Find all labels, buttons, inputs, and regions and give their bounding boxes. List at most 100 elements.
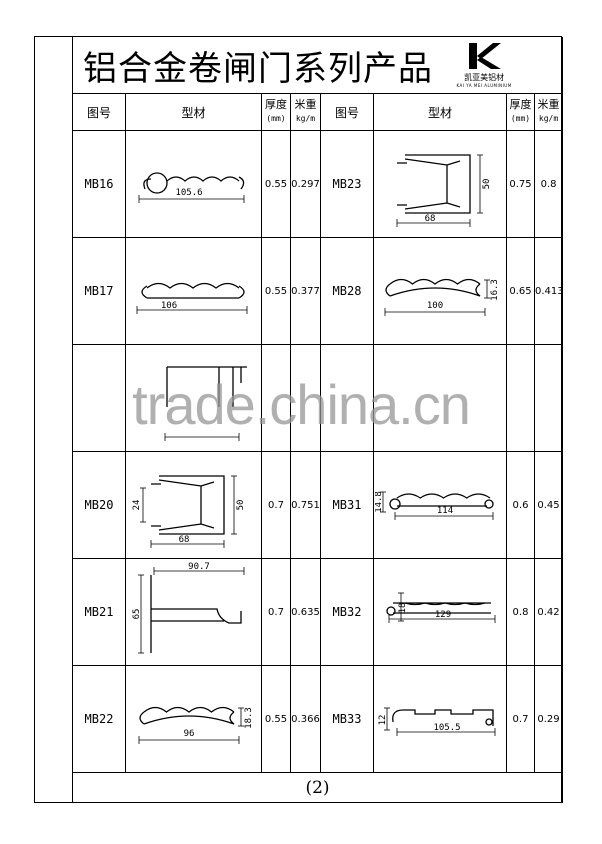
dimension-label: 90.7 [188,562,210,572]
product-code: MB21 [72,558,126,666]
profile-drawing [375,347,505,447]
product-table: 铝合金卷闸门系列产品 凯亚美铝材 KAI YA MEI ALUMINIUM 图号… [71,37,564,803]
profile-cell: 90.7 65 [125,558,262,666]
weight-value [533,344,564,452]
header-thickness: 厚度(mm) [261,93,291,131]
profile-cell: 12 105.5 [373,665,507,773]
weight-value [290,344,321,452]
dimension-label: 68 [178,535,189,545]
header-code: 图号 [320,93,374,131]
dimension-label: 18 [398,602,408,613]
profile-drawing: 18 129 [386,592,496,623]
catalog-page-frame: 铝合金卷闸门系列产品 凯亚美铝材 KAI YA MEI ALUMINIUM 图号… [34,36,564,803]
dimension-label: 50 [482,178,492,189]
product-row [72,344,564,452]
thickness-value: 0.55 [261,665,291,773]
profile-cell [373,344,507,452]
weight-value: 0.42 [533,558,564,666]
product-code [320,344,374,452]
dimension-label: 16.3 [490,279,500,301]
thickness-value: 0.55 [261,130,291,238]
title-cell: 铝合金卷闸门系列产品 凯亚美铝材 KAI YA MEI ALUMINIUM [71,37,564,94]
profile-cell: 50 68 24 [125,451,262,559]
dimension-label: 114 [437,506,453,516]
dimension-label: 50 [236,499,246,510]
product-code: MB32 [320,558,374,666]
thickness-value: 0.7 [261,451,291,559]
dimension-label: 106 [160,301,176,311]
profile-drawing [164,365,247,441]
dimension-label: 24 [132,499,142,510]
dimension-label: 100 [427,301,443,311]
profile-drawing: 12 105.5 [378,707,496,736]
thickness-value: 0.75 [506,130,535,238]
profile-drawing: 16.3 100 [384,278,500,316]
dimension-label: 105.5 [433,723,460,733]
weight-value: 0.751 [290,451,321,559]
thickness-value: 0.7 [506,665,535,773]
header-thickness: 厚度(mm) [506,93,535,131]
dimension-label: 14.8 [375,491,384,513]
brand-logo: 凯亚美铝材 KAI YA MEI ALUMINIUM [456,42,512,88]
weight-value: 0.377 [290,237,321,345]
profile-drawing: 14.8 114 [375,491,494,520]
weight-value: 0.8 [533,130,564,238]
profile-drawing: 90.7 65 [132,562,244,653]
profile-cell [125,344,262,452]
logo-cn: 凯亚美铝材 [464,72,505,82]
thickness-value [506,344,535,452]
thickness-value: 0.6 [506,451,535,559]
weight-value: 0.366 [290,665,321,773]
product-code: MB22 [72,665,126,773]
profile-cell: 18.3 96 [125,665,262,773]
product-code: MB20 [72,451,126,559]
thickness-value: 0.65 [506,237,535,345]
header-profile: 型材 [373,93,507,131]
dimension-label: 65 [132,608,142,619]
dimension-label: 129 [435,610,451,620]
dimension-label: 105.6 [175,188,202,198]
dimension-label: 96 [183,729,194,739]
profile-cell: 106 [125,237,262,345]
page-title: 铝合金卷闸门系列产品 [83,48,433,89]
profile-drawing: 50 68 [396,153,492,227]
product-code: MB16 [72,130,126,238]
weight-value: 0.297 [290,130,321,238]
profile-cell: 50 68 [373,130,507,238]
profile-drawing: 106 [136,282,247,314]
product-code: MB28 [320,237,374,345]
weight-value: 0.29 [533,665,564,773]
profile-drawing: 50 68 24 [132,474,246,548]
header-profile: 型材 [125,93,262,131]
profile-drawing: 18.3 96 [138,706,254,744]
product-code: MB33 [320,665,374,773]
binding-margin-column [35,37,73,802]
profile-cell: 105.6 [125,130,262,238]
profile-cell: 18 129 [373,558,507,666]
dimension-label: 18.3 [244,707,254,729]
weight-value: 0.635 [290,558,321,666]
weight-value: 0.413 [533,237,564,345]
thickness-value: 0.7 [261,558,291,666]
product-code: MB23 [320,130,374,238]
product-code: MB17 [72,237,126,345]
page-number: (2) [71,772,564,803]
thickness-value [261,344,291,452]
logo-en: KAI YA MEI ALUMINIUM [456,82,512,88]
dimension-label: 12 [378,714,388,725]
profile-cell: 14.8 114 [373,451,507,559]
profile-cell: 16.3 100 [373,237,507,345]
logo-mark-icon [469,42,502,69]
thickness-value: 0.55 [261,237,291,345]
dimension-label: 68 [425,214,436,224]
thickness-value: 0.8 [506,558,535,666]
profile-drawing: 105.6 [138,171,244,203]
